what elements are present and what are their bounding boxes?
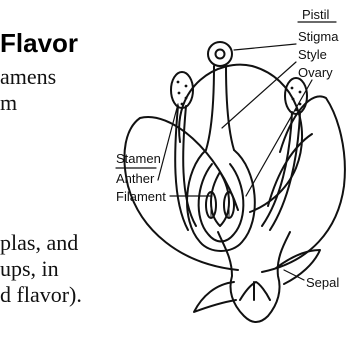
receptacle (218, 232, 290, 322)
label-stamen: Stamen (116, 152, 161, 165)
label-style: Style (298, 48, 327, 61)
style (206, 66, 234, 150)
label-anther: Anther (116, 172, 154, 185)
stigma (208, 42, 232, 66)
label-sepal: Sepal (306, 276, 339, 289)
label-ovary: Ovary (298, 66, 333, 79)
stamen-left-anther (171, 72, 193, 108)
label-filament: Filament (116, 190, 166, 203)
label-pistil: Pistil (302, 8, 329, 21)
leader-stigma (234, 44, 296, 50)
ovary (187, 150, 255, 251)
label-stigma: Stigma (298, 30, 338, 43)
